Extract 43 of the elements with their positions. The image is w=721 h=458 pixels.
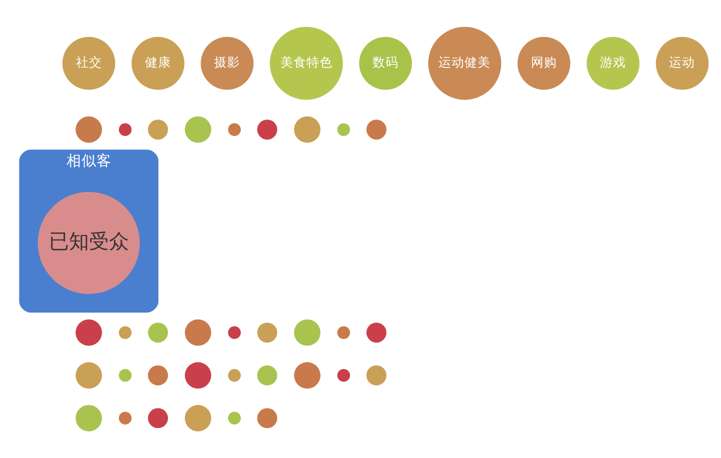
- node-circle: [228, 412, 241, 425]
- node-circle: [118, 412, 132, 425]
- node-circle: [76, 319, 102, 346]
- node-circle: [257, 120, 278, 140]
- node-circle: [148, 408, 168, 428]
- node-circle: [294, 362, 320, 389]
- node-circle: 数码: [359, 36, 412, 90]
- node-circle: [366, 322, 386, 343]
- node-circle: [118, 369, 132, 382]
- node-circle: [228, 369, 241, 382]
- node-circle: [184, 404, 212, 432]
- node-circle: [228, 123, 241, 136]
- node-circle: [148, 120, 168, 140]
- node-circle: 运动: [656, 36, 709, 90]
- node-circle: [184, 319, 212, 346]
- node-circle: [257, 322, 278, 343]
- node-circle: [366, 365, 386, 386]
- node-circle: 摄影: [200, 36, 254, 90]
- node-circle: [76, 116, 102, 143]
- node-circle: [337, 326, 350, 339]
- node-circle: [148, 365, 168, 386]
- node-circle: [257, 365, 278, 386]
- node-circle: [76, 404, 102, 432]
- node-circle: [76, 362, 102, 389]
- node-circle: [184, 116, 212, 143]
- node-circle: [228, 326, 241, 339]
- node-circle: [148, 322, 168, 343]
- node-circle: [184, 362, 212, 389]
- node-circle: 社交: [62, 36, 116, 90]
- node-circle: 已知受众: [38, 192, 140, 294]
- node-circle: 健康: [132, 36, 184, 90]
- node-circle: [294, 116, 320, 143]
- node-circle: [337, 123, 350, 136]
- node-circle: [337, 369, 350, 382]
- node-circle: [118, 326, 132, 339]
- node-circle: 美食特色: [270, 26, 343, 100]
- node-circle: [118, 123, 132, 136]
- node-circle: 网购: [518, 36, 570, 90]
- node-circle: [294, 319, 320, 346]
- node-circle: [257, 408, 278, 428]
- node-circle: 游戏: [586, 36, 640, 90]
- node-circle: 运动健美: [428, 26, 502, 100]
- node-circle: [366, 120, 386, 140]
